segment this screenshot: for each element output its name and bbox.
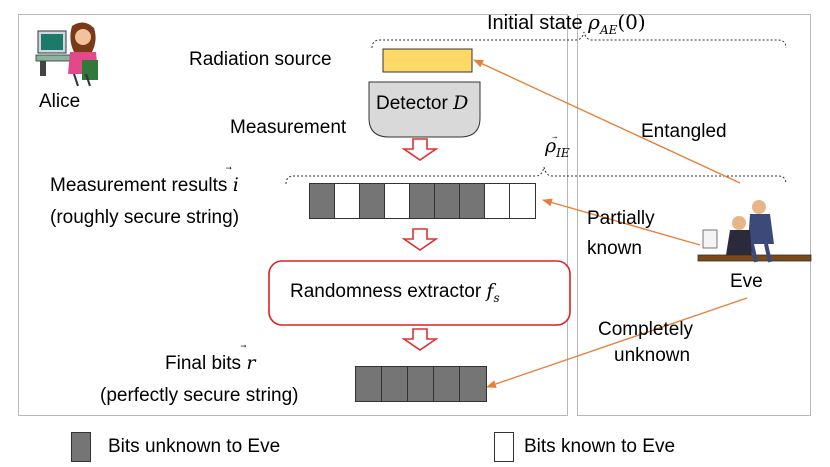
final-unknown-bit — [408, 367, 434, 401]
measurement-results-vector: ⃗i — [232, 174, 239, 196]
legend-known-swatch — [494, 432, 514, 462]
detector-shape — [368, 81, 481, 138]
down-arrow-1 — [401, 138, 439, 161]
final-unknown-bit — [434, 367, 460, 401]
rho-ie-brace — [285, 166, 787, 185]
down-arrow-2 — [401, 228, 439, 251]
measured-known-bit — [335, 184, 360, 218]
measured-unknown-bit — [310, 184, 335, 218]
completely-unknown-arrow — [486, 297, 748, 388]
legend-unknown-swatch — [71, 432, 91, 462]
measured-known-bit — [510, 184, 535, 218]
alice-label: Alice — [39, 91, 81, 112]
measured-bit-string — [309, 183, 536, 219]
detector-symbol: D — [453, 92, 469, 114]
detector-label: Detector D — [376, 92, 469, 114]
entangled-arrow — [473, 59, 741, 184]
extractor-subscript: s — [493, 290, 500, 305]
final-bits-label: Final bits ⃗r — [165, 352, 256, 374]
measured-unknown-bit — [435, 184, 460, 218]
final-unknown-bit — [460, 367, 486, 401]
completely-unknown-line1: Completely — [598, 319, 694, 340]
extractor-symbol: f — [486, 280, 494, 302]
final-bits-prefix: Final bits — [165, 353, 247, 374]
down-arrow-3 — [401, 328, 439, 351]
initial-state-rho: ρ — [588, 10, 600, 34]
measured-known-bit — [385, 184, 410, 218]
measured-known-bit — [485, 184, 510, 218]
eve-panel — [577, 14, 811, 416]
extractor-label: Randomness extractor fs — [290, 282, 500, 304]
partially-known-arrow — [542, 198, 701, 246]
eve-icon — [697, 200, 812, 263]
legend-unknown-label: Bits unknown to Eve — [108, 436, 281, 457]
partially-known-line1: Partially — [587, 208, 655, 229]
rho-ie-label: ρ⃗IE — [545, 137, 570, 159]
initial-state-subscript: AE — [599, 23, 618, 37]
eve-label: Eve — [730, 271, 763, 292]
final-bits-subtitle: (perfectly secure string) — [100, 385, 299, 406]
measurement-results-subtitle: (roughly secure string) — [50, 207, 240, 228]
measurement-results-prefix: Measurement results — [50, 175, 233, 196]
final-unknown-bit — [382, 367, 408, 401]
extractor-prefix: Randomness extractor — [290, 281, 487, 302]
final-bits-vector: ⃗r — [246, 352, 256, 374]
measured-unknown-bit — [410, 184, 435, 218]
alice-panel — [18, 14, 568, 416]
final-unknown-bit — [356, 367, 382, 401]
partially-known-line2: known — [587, 238, 642, 259]
completely-unknown-line2: unknown — [614, 345, 691, 366]
initial-state-prefix: Initial state — [487, 12, 589, 34]
initial-state-suffix: (0) — [617, 10, 646, 34]
rho-ie-subscript: ⃗IE — [556, 145, 570, 160]
radiation-source-label: Radiation source — [189, 49, 332, 70]
measured-unknown-bit — [460, 184, 485, 218]
detector-prefix: Detector — [376, 93, 454, 114]
measured-unknown-bit — [360, 184, 385, 218]
final-bit-string — [355, 366, 487, 402]
extractor-box — [268, 260, 571, 326]
legend-known-label: Bits known to Eve — [524, 436, 676, 457]
radiation-source-rect — [382, 48, 473, 73]
measurement-results-label: Measurement results ⃗i — [50, 174, 239, 196]
rho-ie-symbol: ρ — [545, 135, 557, 157]
measurement-label: Measurement — [230, 117, 347, 138]
initial-state-brace — [371, 31, 787, 49]
entangled-label: Entangled — [641, 121, 727, 142]
initial-state-label: Initial state ρAE(0) — [487, 12, 646, 36]
alice-icon — [35, 22, 98, 87]
